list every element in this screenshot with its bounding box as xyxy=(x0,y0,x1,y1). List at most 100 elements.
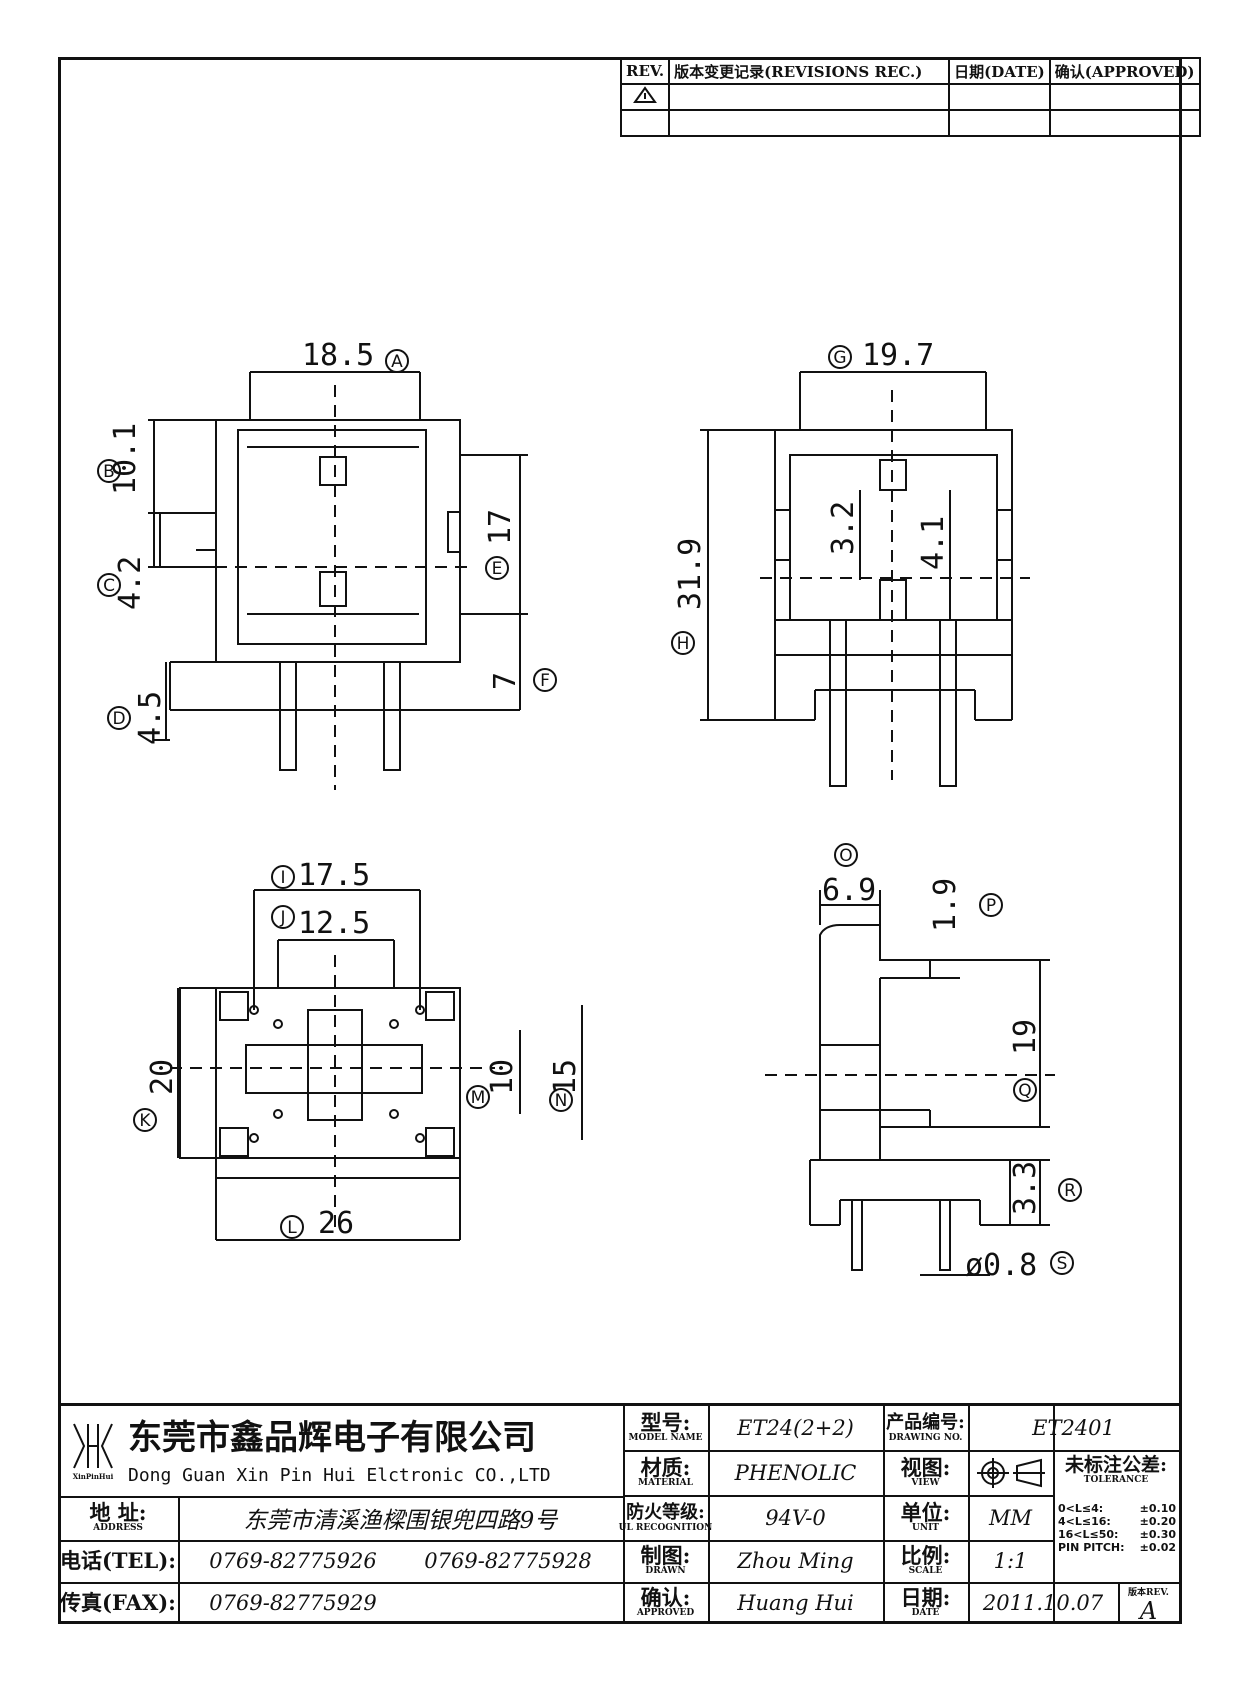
rev-header-rev: REV. xyxy=(619,57,671,85)
drawing-no-value: ET2401 xyxy=(1032,1416,1115,1440)
view-label-en: VIEW xyxy=(911,1477,940,1488)
rev-header-date: 日期(DATE) xyxy=(948,57,1051,85)
rev-cell xyxy=(948,83,1051,111)
rev-cell xyxy=(1048,83,1201,111)
bottom-view xyxy=(179,987,461,1179)
dim-C-value: 4.2 xyxy=(113,556,148,610)
company-logo: XinPinHui xyxy=(64,1414,122,1486)
drawn-label-cell: 制图: DRAWN xyxy=(623,1540,708,1582)
model-label: 型号: xyxy=(640,1410,691,1435)
drawing-no-label-en: DRAWING NO. xyxy=(888,1433,963,1443)
fire-label: 防火等级: xyxy=(626,1501,705,1523)
dim-A-value: 18.5 xyxy=(302,338,374,373)
ref-Q-label: Q xyxy=(1018,1081,1031,1101)
tel-value-2: 0769-82775928 xyxy=(424,1549,592,1573)
dim-B-value: 10.1 xyxy=(108,423,143,495)
side-view xyxy=(774,429,1013,787)
approved-label-en: APPROVED xyxy=(636,1608,695,1618)
approved-value: Huang Hui xyxy=(737,1591,854,1615)
material-value: PHENOLIC xyxy=(734,1460,857,1485)
approved-label-cell: 确认: APPROVED xyxy=(623,1582,708,1624)
dim-S-value: ø0.8 xyxy=(965,1248,1037,1283)
drawing-no-label: 产品编号: xyxy=(886,1412,965,1433)
scale-label: 比例: xyxy=(900,1543,951,1568)
ref-G-label: G xyxy=(833,348,846,368)
dim-K-value: 20 xyxy=(145,1059,180,1095)
model-value: ET24(2+2) xyxy=(737,1416,854,1440)
date-label-en: DATE xyxy=(911,1608,940,1618)
top-view xyxy=(809,924,1011,1271)
tolerance-row: 0<L≤4:±0.10 xyxy=(1058,1502,1176,1515)
scale-label-cell: 比例: SCALE xyxy=(883,1540,968,1582)
dim-J-value: 12.5 xyxy=(298,906,370,941)
ref-A-label: A xyxy=(391,352,403,372)
scale-label-en: SCALE xyxy=(908,1566,943,1576)
dim-G-value: 19.7 xyxy=(862,338,934,373)
date-label-cell: 日期: DATE xyxy=(883,1582,968,1624)
ref-M-label: M xyxy=(471,1088,486,1108)
unit-label: 单位: xyxy=(900,1499,951,1525)
view-label-cell: 视图: VIEW xyxy=(883,1450,968,1495)
tolerance-row: 16<L≤50:±0.30 xyxy=(1058,1528,1176,1541)
tel-value-1: 0769-82775926 xyxy=(209,1549,377,1573)
dim-D-value: 4.5 xyxy=(133,691,168,745)
address-label-cell: 地 址: ADDRESS xyxy=(58,1496,178,1540)
revision-table: REV. 版本变更记录(REVISIONS REC.) 日期(DATE) 确认(… xyxy=(619,57,1201,137)
dim-F-value: 7 xyxy=(488,672,523,690)
ref-O-label: O xyxy=(839,846,852,866)
rev-cell xyxy=(948,109,1051,137)
address-label: 地 址: xyxy=(89,1500,147,1525)
dim-O-value: 6.9 xyxy=(822,873,876,908)
ref-H-label: H xyxy=(677,634,690,654)
rev-cell xyxy=(1048,109,1201,137)
approved-label: 确认: xyxy=(640,1585,691,1610)
front-view xyxy=(159,419,520,771)
ref-I-label: I xyxy=(280,868,285,888)
drawn-value: Zhou Ming xyxy=(737,1549,854,1573)
rev-header-record: 版本变更记录(REVISIONS REC.) xyxy=(668,57,951,85)
date-label: 日期: xyxy=(900,1585,951,1610)
date-value: 2011.10.07 xyxy=(982,1591,1104,1615)
ref-R-label: R xyxy=(1064,1181,1076,1201)
rev-header-approved: 确认(APPROVED) xyxy=(1048,57,1201,85)
fire-value: 94V-0 xyxy=(765,1505,826,1530)
title-block: XinPinHui 东莞市鑫品辉电子有限公司 Dong Guan Xin Pin… xyxy=(58,1403,1182,1627)
fax-label: 传真(FAX): xyxy=(60,1590,176,1615)
drawing-no-label-cell: 产品编号: DRAWING NO. xyxy=(883,1406,968,1450)
technical-drawing: 18.5 10.1 4.2 4.5 17 7 19.7 31.9 3.2 4.1… xyxy=(97,338,1082,1283)
dim-Q-value: 19 xyxy=(1008,1019,1043,1055)
model-label-cell: 型号: MODEL NAME xyxy=(623,1406,708,1450)
rev-triangle-icon xyxy=(619,83,671,111)
address-label-en: ADDRESS xyxy=(93,1523,143,1533)
tel-label: 电话(TEL): xyxy=(59,1548,177,1573)
rev-cell xyxy=(668,109,951,137)
scale-value: 1:1 xyxy=(993,1549,1028,1573)
tolerance-label: 未标注公差: xyxy=(1064,1454,1167,1476)
unit-value: MM xyxy=(988,1505,1032,1530)
drawn-label: 制图: xyxy=(640,1543,691,1568)
ref-E-label: E xyxy=(492,559,503,579)
ref-L-label: L xyxy=(287,1218,297,1238)
unit-label-en: UNIT xyxy=(912,1522,939,1533)
ref-C-label: C xyxy=(103,576,115,596)
dim-inner-1-value: 3.2 xyxy=(826,501,861,555)
dim-R-value: 3.3 xyxy=(1008,1161,1043,1215)
dim-I-value: 17.5 xyxy=(298,858,370,893)
ref-S-label: S xyxy=(1057,1254,1068,1274)
tolerance-label-en: TOLERANCE xyxy=(1083,1475,1149,1485)
dim-inner-2-value: 4.1 xyxy=(916,516,951,570)
drawn-label-en: DRAWN xyxy=(645,1566,686,1576)
dim-P-value: 1.9 xyxy=(928,878,963,932)
dim-E-value: 17 xyxy=(483,509,518,545)
tolerance-row: 4<L≤16:±0.20 xyxy=(1058,1515,1176,1528)
fax-value: 0769-82775929 xyxy=(209,1591,377,1615)
material-label: 材质: xyxy=(640,1454,691,1480)
company-name-en: Dong Guan Xin Pin Hui Elctronic CO.,LTD xyxy=(128,1464,551,1486)
rev-label: 版本REV. xyxy=(1128,1587,1169,1598)
drawing-border xyxy=(58,57,1182,1624)
view-label: 视图: xyxy=(900,1454,951,1480)
ref-K-label: K xyxy=(139,1111,151,1131)
fire-label-en: UL RECOGNITION xyxy=(618,1522,713,1533)
tolerance-row: PIN PITCH:±0.02 xyxy=(1058,1541,1176,1554)
dim-L-value: 26 xyxy=(318,1206,354,1241)
